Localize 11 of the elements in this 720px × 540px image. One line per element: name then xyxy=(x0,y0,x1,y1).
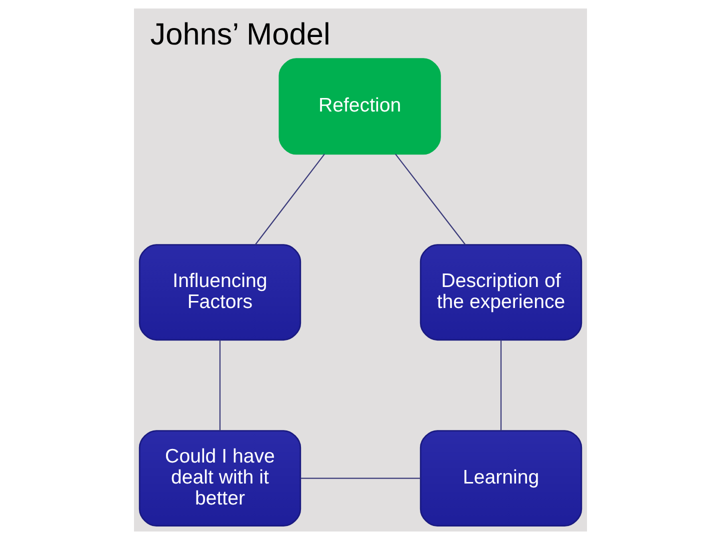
connector xyxy=(300,478,420,479)
node-box: Refection xyxy=(278,58,440,155)
node-box: Learning xyxy=(419,430,582,527)
connector xyxy=(500,340,502,431)
node-box: Could I have dealt with it better xyxy=(138,430,301,527)
connector xyxy=(254,154,324,246)
connector xyxy=(394,154,466,246)
diagram-title: Johns’ Model xyxy=(150,16,330,52)
node-box: Influencing Factors xyxy=(138,244,301,341)
connector xyxy=(218,340,220,431)
node-box: Description of the experience xyxy=(419,244,582,341)
